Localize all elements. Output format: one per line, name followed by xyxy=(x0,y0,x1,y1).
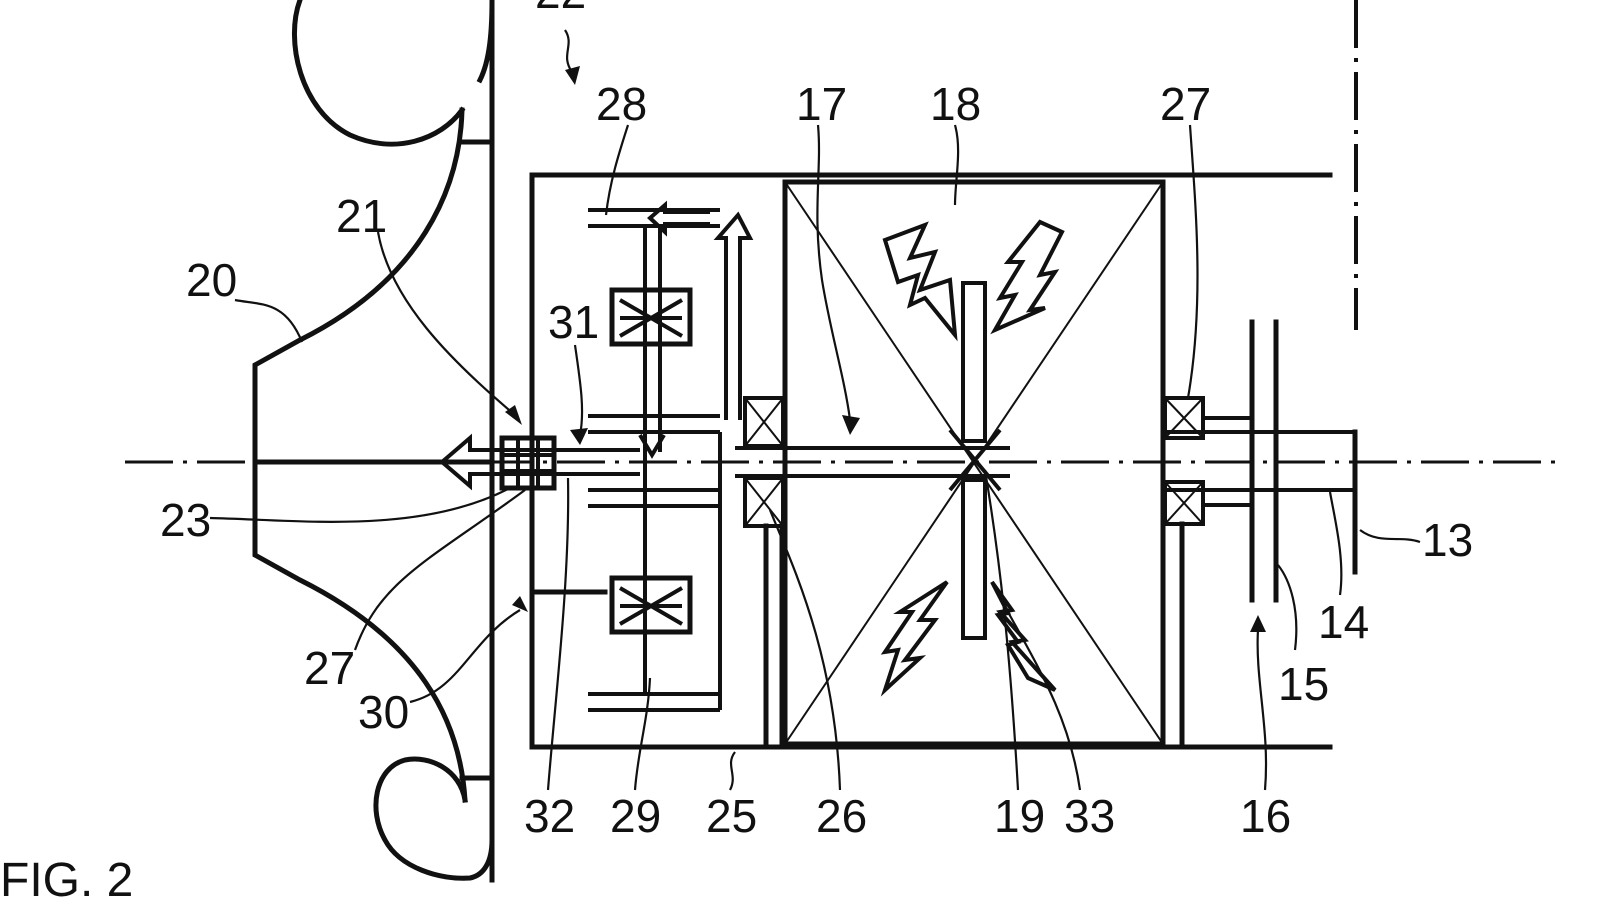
ref-22: 22 xyxy=(535,0,586,18)
shaft-17 xyxy=(735,428,1358,575)
figure-caption: FIG. 2 xyxy=(0,854,133,900)
arrow-22 xyxy=(564,29,580,85)
ref-31: 31 xyxy=(548,296,599,348)
ref-27-bottom: 27 xyxy=(304,642,355,694)
ref-18: 18 xyxy=(930,78,981,130)
leader-lines xyxy=(209,124,1421,791)
ref-25: 25 xyxy=(706,790,757,842)
ref-27-top: 27 xyxy=(1160,78,1211,130)
ref-29: 29 xyxy=(610,790,661,842)
ref-19: 19 xyxy=(994,790,1045,842)
bearings xyxy=(743,396,1250,750)
ref-16: 16 xyxy=(1240,790,1291,842)
clutch-16 xyxy=(1249,319,1279,603)
ref-28: 28 xyxy=(596,78,647,130)
ref-17: 17 xyxy=(796,78,847,130)
ref-26: 26 xyxy=(816,790,867,842)
ref-20: 20 xyxy=(186,254,237,306)
ref-15: 15 xyxy=(1278,658,1329,710)
fluid-system xyxy=(588,200,754,712)
ref-32: 32 xyxy=(524,790,575,842)
ref-30: 30 xyxy=(358,686,409,738)
reference-numerals: 22 28 17 18 27 21 20 31 23 27 30 32 29 2… xyxy=(160,0,1473,842)
ref-33: 33 xyxy=(1064,790,1115,842)
turbine-shaft-bearing xyxy=(252,433,640,491)
compressor-housing xyxy=(252,0,495,883)
housing-25 xyxy=(529,172,1333,750)
ref-14: 14 xyxy=(1318,596,1369,648)
ref-13: 13 xyxy=(1422,514,1473,566)
ref-23: 23 xyxy=(160,494,211,546)
ref-21: 21 xyxy=(336,190,387,242)
